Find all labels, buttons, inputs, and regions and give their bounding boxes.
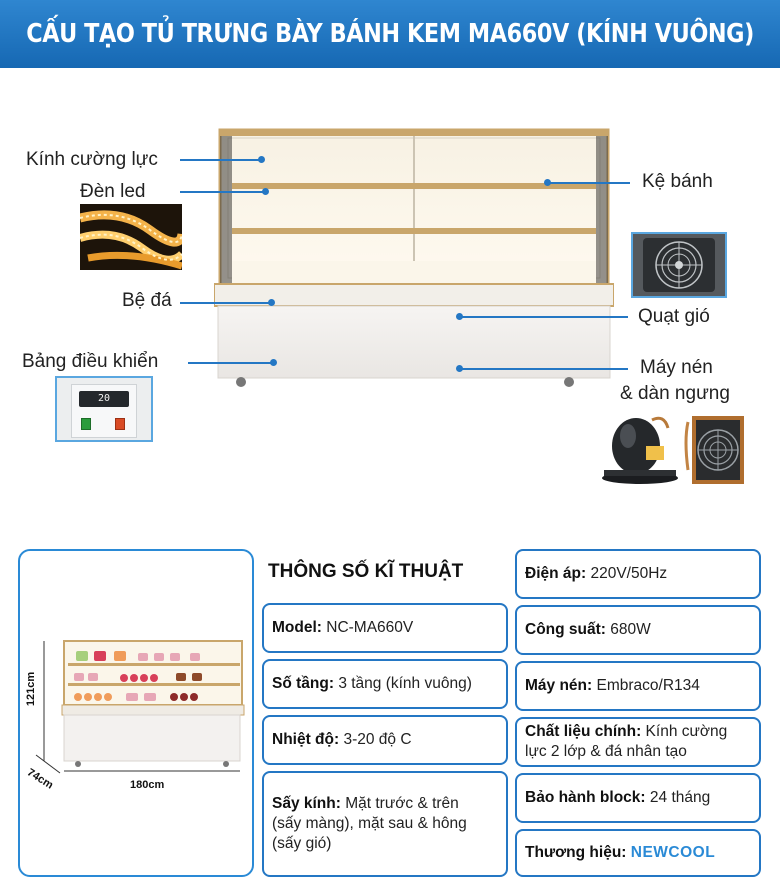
pointer-line	[188, 362, 272, 364]
pointer-dot	[268, 299, 275, 306]
spec-so-tang: Số tầng: 3 tầng (kính vuông)	[262, 659, 508, 709]
control-panel-image: 20	[55, 376, 153, 442]
spec-model: Model: NC-MA660V	[262, 603, 508, 653]
spec-bao-hanh: Bảo hành block: 24 tháng	[515, 773, 761, 823]
label-be-da: Bệ đá	[122, 290, 172, 311]
spec-value: Embraco/R134	[596, 677, 700, 694]
pointer-line	[548, 182, 630, 184]
brand-name: NEWCOOL	[630, 844, 716, 861]
pointer-line	[180, 302, 270, 304]
display-cabinet-image	[214, 128, 614, 387]
spec-value: lực 2 lớp & đá nhân tạo	[525, 743, 687, 760]
condenser-image	[684, 416, 744, 484]
dimension-width: 180cm	[130, 779, 165, 791]
spec-say-kinh: Sấy kính: Mặt trước & trên (sấy màng), m…	[262, 771, 508, 877]
pointer-line	[460, 316, 628, 318]
spec-label: Sấy kính:	[272, 795, 341, 812]
spec-value: 24 tháng	[649, 789, 711, 806]
spec-thuong-hieu: Thương hiệu: NEWCOOL	[515, 829, 761, 877]
pointer-dot	[270, 359, 277, 366]
label-may-nen: Máy nén	[640, 357, 713, 378]
product-dimension-frame: 121cm 180cm 74cm	[18, 549, 254, 877]
pointer-line	[180, 159, 260, 161]
spec-label: Điện áp:	[525, 565, 587, 582]
pointer-line	[180, 191, 264, 193]
spec-value: 3 tầng (kính vuông)	[338, 675, 472, 692]
spec-value: (sấy gió)	[272, 835, 332, 852]
pointer-line	[460, 368, 628, 370]
page-title: CẤU TẠO TỦ TRƯNG BÀY BÁNH KEM MA660V (KÍ…	[26, 19, 754, 49]
power-switch-icon	[81, 418, 91, 430]
fan-image	[631, 232, 727, 298]
spec-title: THÔNG SỐ KĨ THUẬT	[268, 561, 464, 582]
label-dan-ngung: & dàn ngưng	[620, 383, 730, 404]
pointer-dot	[456, 313, 463, 320]
compressor-image	[602, 416, 678, 484]
spec-chat-lieu: Chất liệu chính: Kính cường lực 2 lớp & …	[515, 717, 761, 767]
spec-label: Model:	[272, 619, 322, 636]
spec-value: (sấy màng), mặt sau & hông	[272, 815, 467, 832]
label-ke-banh: Kệ bánh	[642, 171, 713, 192]
label-kinh-cuong-luc: Kính cường lực	[26, 149, 158, 170]
label-quat-gio: Quạt gió	[638, 306, 710, 327]
spec-cong-suat: Công suất: 680W	[515, 605, 761, 655]
header-banner: CẤU TẠO TỦ TRƯNG BÀY BÁNH KEM MA660V (KÍ…	[0, 0, 780, 68]
spec-may-nen: Máy nén: Embraco/R134	[515, 661, 761, 711]
spec-value: 220V/50Hz	[590, 565, 668, 582]
dimension-height: 121cm	[25, 671, 38, 707]
led-strip-image	[80, 204, 182, 270]
spec-value: Mặt trước & trên	[340, 795, 459, 812]
spec-label: Máy nén:	[525, 677, 593, 694]
spec-label: Bảo hành block:	[525, 789, 646, 806]
pointer-dot	[262, 188, 269, 195]
label-bang-dieu-khien: Bảng điều khiển	[22, 351, 159, 372]
temperature-display: 20	[79, 391, 129, 407]
spec-label: Chất liệu chính:	[525, 723, 642, 740]
spec-label: Thương hiệu:	[525, 844, 627, 861]
light-switch-icon	[115, 418, 125, 430]
spec-dien-ap: Điện áp: 220V/50Hz	[515, 549, 761, 599]
pointer-dot	[456, 365, 463, 372]
pointer-dot	[544, 179, 551, 186]
spec-label: Công suất:	[525, 621, 606, 638]
pointer-dot	[258, 156, 265, 163]
spec-label: Nhiệt độ:	[272, 731, 340, 748]
spec-value: 680W	[610, 621, 651, 638]
spec-value: Kính cường	[641, 723, 728, 740]
spec-value: NC-MA660V	[326, 619, 414, 636]
label-den-led: Đèn led	[80, 181, 146, 202]
product-dimension-image	[35, 640, 245, 774]
spec-nhiet-do: Nhiệt độ: 3-20 độ C	[262, 715, 508, 765]
spec-label: Số tầng:	[272, 675, 334, 692]
spec-value: 3-20 độ C	[343, 731, 412, 748]
